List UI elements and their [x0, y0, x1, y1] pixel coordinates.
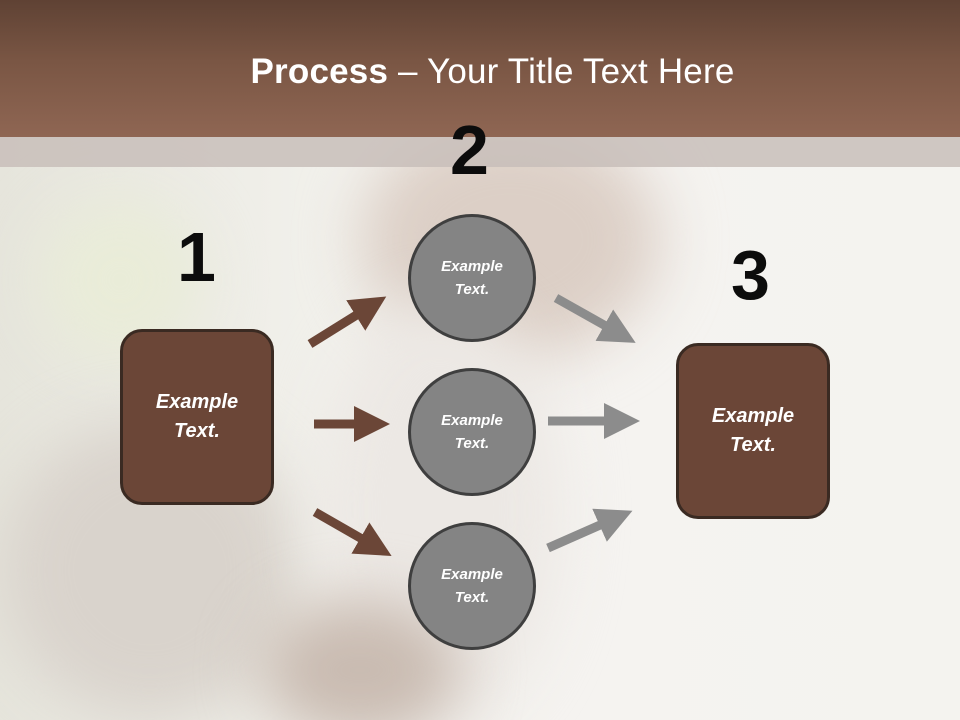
- arrow-to-circle-3: [312, 508, 392, 556]
- step-number-1: 1: [177, 218, 216, 296]
- arrow-from-circle-1: [553, 294, 636, 343]
- step-number-2: 2: [450, 111, 489, 189]
- circle-3-line2: Text.: [454, 589, 490, 606]
- right-box: Example Text.: [676, 343, 830, 519]
- title-rest: – Your Title Text Here: [388, 52, 735, 91]
- circle-2: Example Text.: [408, 368, 536, 496]
- title-bold: Process: [250, 52, 389, 91]
- circle-1-line1: Example: [441, 258, 503, 275]
- circle-2-line1: Example: [441, 412, 503, 429]
- circle-3-line1: Example: [441, 566, 503, 583]
- step-number-3: 3: [731, 236, 770, 314]
- right-box-line2: Text.: [730, 434, 776, 456]
- arrow-from-circle-3: [546, 508, 633, 553]
- circle-1: Example Text.: [408, 214, 536, 342]
- left-box: Example Text.: [120, 329, 274, 505]
- arrow-to-circle-1: [307, 296, 387, 348]
- right-box-line1: Example: [711, 405, 795, 427]
- left-box-line1: Example: [155, 391, 239, 413]
- circle-1-line2: Text.: [454, 281, 490, 298]
- title-bar: [0, 0, 960, 137]
- header-band: [0, 137, 960, 167]
- left-box-line2: Text.: [174, 420, 220, 442]
- circle-3: Example Text.: [408, 522, 536, 650]
- circle-2-line2: Text.: [454, 435, 490, 452]
- slide-title: Process – Your Title Text Here: [0, 52, 960, 92]
